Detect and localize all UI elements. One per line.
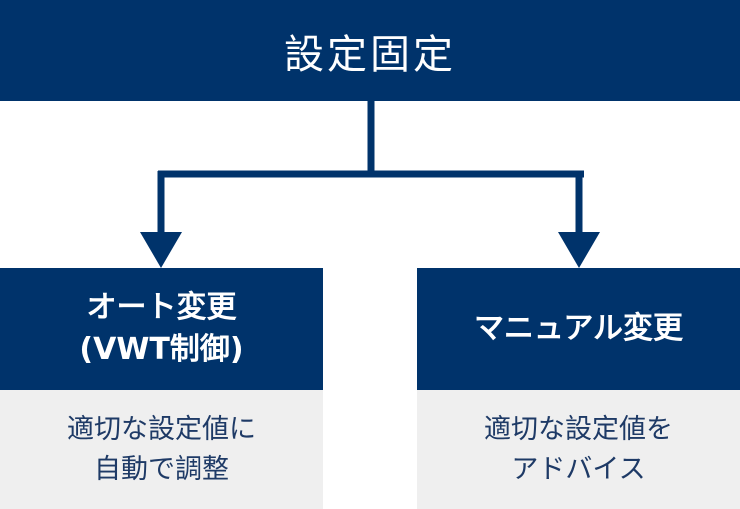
arrow-left [140, 171, 182, 268]
manual-change-header: マニュアル変更 [417, 268, 740, 390]
fixed-setting-label: 設定固定 [284, 31, 456, 78]
arrow-right [558, 171, 600, 268]
manual-desc-line-2: アドバイス [511, 453, 646, 485]
manual-change-title: マニュアル変更 [473, 311, 684, 346]
auto-change-header: オート変更 (VWT制御) [0, 268, 323, 390]
auto-desc-line-2: 自動で調整 [94, 453, 229, 485]
auto-desc-line-1: 適切な設定値に [67, 413, 256, 445]
auto-change-card: オート変更 (VWT制御) 適切な設定値に 自動で調整 [0, 268, 323, 509]
auto-change-description: 適切な設定値に 自動で調整 [0, 390, 323, 509]
connector-stem [158, 101, 584, 178]
vwt-control-subtitle: (VWT制御) [79, 332, 244, 367]
manual-change-description: 適切な設定値を アドバイス [417, 390, 740, 509]
auto-change-title: オート変更 [86, 290, 237, 325]
manual-desc-line-1: 適切な設定値を [484, 413, 673, 445]
manual-change-card: マニュアル変更 適切な設定値を アドバイス [417, 268, 740, 509]
fixed-setting-box: 設定固定 [0, 0, 740, 101]
